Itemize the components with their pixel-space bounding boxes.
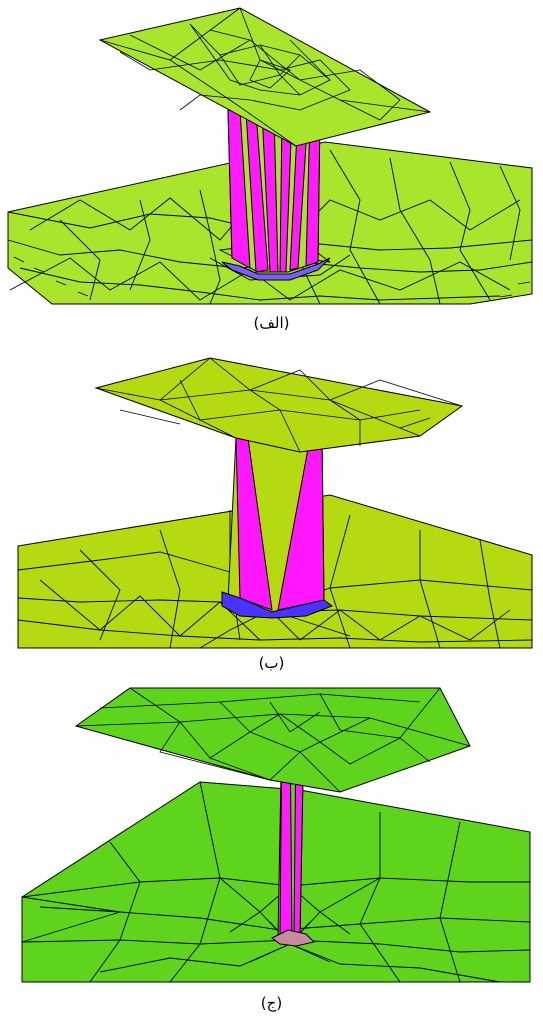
caption-alef: (الف) [253,314,290,332]
column-base [271,929,315,947]
panel-jim [0,682,543,990]
top-slab [94,357,464,453]
mesh-diagram-alef [7,7,533,305]
ground-plate [21,781,531,983]
mesh-diagram-jim [21,687,531,983]
column-base [221,591,334,619]
column [221,437,334,619]
column-base [221,257,331,281]
panel-be [0,340,543,652]
top-slab [74,687,471,793]
caption-jim: (ج) [260,994,283,1012]
top-slab [98,7,432,147]
caption-be: (ب) [258,654,285,672]
mesh-diagram-be [17,357,533,649]
slab-mesh-lines [95,357,463,453]
panel-alef [0,0,543,310]
slab-mesh-lines [75,687,471,793]
boundary-ticks [13,256,531,298]
slab-mesh-lines [99,7,431,147]
